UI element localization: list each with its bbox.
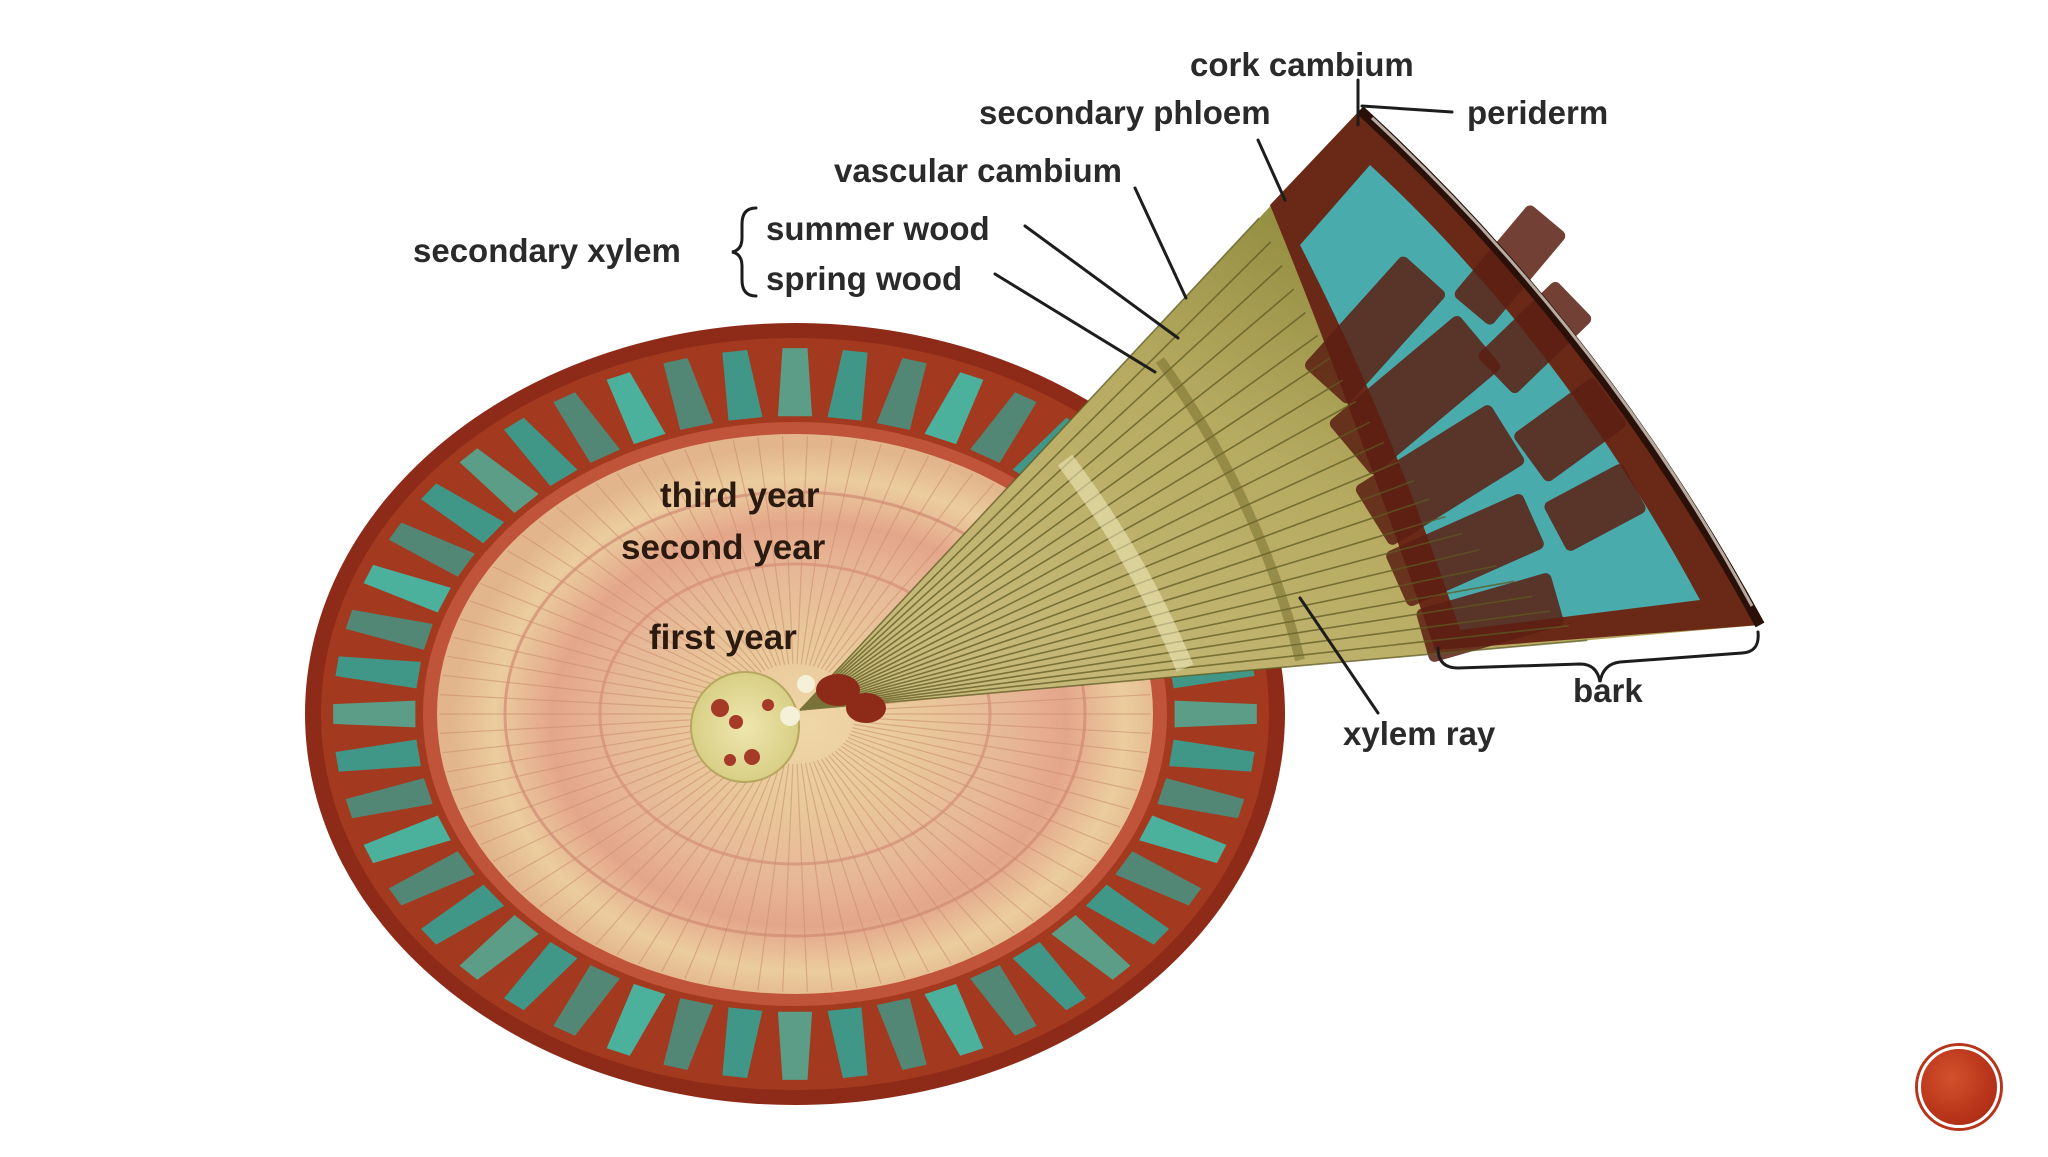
label-first-year: first year bbox=[649, 620, 797, 655]
label-cork-cambium: cork cambium bbox=[1190, 48, 1414, 81]
cortex-block bbox=[778, 1012, 812, 1080]
leader-vascular-cambium bbox=[1135, 188, 1186, 298]
label-spring-wood: spring wood bbox=[766, 262, 962, 295]
pith-spot bbox=[729, 715, 743, 729]
leader-periderm bbox=[1362, 106, 1452, 112]
leader-summer-wood bbox=[1025, 226, 1178, 338]
leader-spring-wood bbox=[995, 274, 1155, 372]
pith-spot bbox=[711, 699, 729, 717]
label-secondary-xylem: secondary xylem bbox=[413, 234, 681, 267]
cortex-block bbox=[1175, 701, 1257, 728]
pith bbox=[691, 672, 799, 782]
label-bark: bark bbox=[1573, 674, 1643, 707]
pith-spot bbox=[724, 754, 736, 766]
label-third-year: third year bbox=[660, 478, 820, 513]
label-secondary-phloem: secondary phloem bbox=[979, 96, 1271, 129]
pith-spot bbox=[744, 749, 760, 765]
leader-secondary-phloem bbox=[1258, 140, 1285, 200]
label-xylem-ray: xylem ray bbox=[1343, 717, 1495, 750]
label-summer-wood: summer wood bbox=[766, 212, 990, 245]
wedge-tip-cell bbox=[846, 693, 886, 723]
wedge-tip-cell bbox=[780, 706, 800, 726]
wedge-tip-cell bbox=[797, 675, 815, 693]
slide-nav-button[interactable] bbox=[1918, 1046, 2000, 1128]
label-second-year: second year bbox=[621, 530, 825, 565]
label-periderm: periderm bbox=[1467, 96, 1608, 129]
pith-spot bbox=[762, 699, 774, 711]
cortex-block bbox=[778, 348, 812, 416]
cortex-block bbox=[333, 701, 415, 728]
secondary-xylem-brace bbox=[732, 208, 756, 296]
label-vascular-cambium: vascular cambium bbox=[834, 154, 1122, 187]
